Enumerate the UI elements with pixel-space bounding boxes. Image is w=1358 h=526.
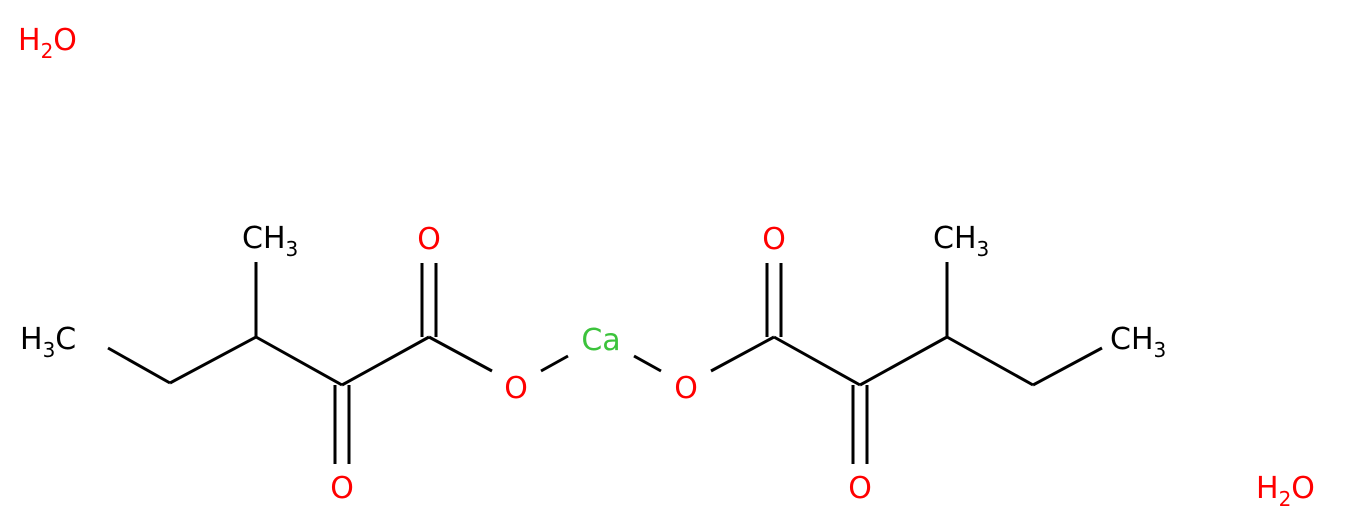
right-methyl-label: CH3 xyxy=(933,221,989,261)
right-carboxyl-o-label: O xyxy=(762,222,786,257)
bond-ch3-ethyl-to-ch2-left xyxy=(107,346,171,385)
bond-lines xyxy=(107,262,1103,464)
bond-keto-c-to-carboxyl-c-left xyxy=(341,335,430,387)
left-carboxyl-o-label: O xyxy=(417,222,441,257)
left-ketone-o-label: O xyxy=(330,471,354,506)
bond-ch2-to-ch-left xyxy=(169,335,257,385)
bond-ester-o-to-ca-left xyxy=(540,354,569,373)
bond-ca-to-ester-o-right xyxy=(633,354,662,373)
water-o: O xyxy=(1291,471,1315,506)
bond-ch2-to-ch3-ethyl-right xyxy=(1032,346,1103,387)
left-ester-o-label: O xyxy=(504,371,528,406)
right-ester-o-label: O xyxy=(674,371,698,406)
bond-carboxyl-c-to-keto-c-right xyxy=(773,335,861,387)
bond-carboxyl-c-to-ester-o-left xyxy=(428,335,493,373)
water-h: H xyxy=(18,23,41,58)
left-ethyl-ch3-label: H3C xyxy=(20,322,76,362)
water-h: H xyxy=(1256,471,1279,506)
right-ketone-o-label: O xyxy=(848,471,872,506)
bond-ch-to-keto-c-left xyxy=(255,335,343,387)
water-top-left: H2O xyxy=(18,23,77,63)
bond-ester-o-to-carboxyl-c-right xyxy=(710,335,775,373)
right-ethyl-ch3-label: CH3 xyxy=(1110,322,1166,362)
bond-keto-c-to-ch-right xyxy=(859,335,948,387)
left-methyl-label: CH3 xyxy=(242,221,298,261)
water-o: O xyxy=(53,23,77,58)
water-bottom-right: H2O xyxy=(1256,471,1315,511)
water-h-subscript: 2 xyxy=(41,39,54,63)
bond-ch-to-ch2-right xyxy=(946,335,1034,387)
water-h-subscript: 2 xyxy=(1279,487,1292,511)
calcium-atom: Ca xyxy=(581,323,620,358)
